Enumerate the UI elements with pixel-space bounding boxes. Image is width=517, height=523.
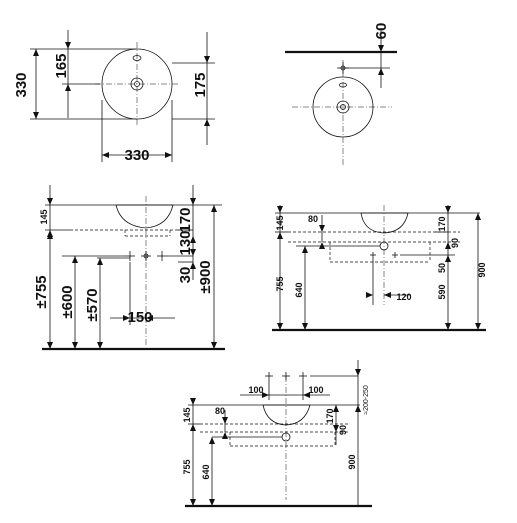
dim-330-width: 330	[124, 147, 149, 164]
dim-90-bottom: 90	[338, 425, 348, 435]
plan-view-left	[30, 30, 215, 162]
dim-900-right: 900	[477, 262, 487, 277]
dim-165: 165	[53, 53, 70, 78]
dim-755-right: 755	[275, 276, 285, 291]
dim-150-left: 150	[127, 309, 152, 326]
dim-100-right: 100	[308, 385, 323, 395]
dim-145-right: 145	[275, 215, 285, 230]
dim-120-right: 120	[396, 292, 411, 302]
dim-200-250: ≈200-250	[363, 385, 370, 415]
dim-90-right: 90	[450, 238, 460, 248]
dim-50-right: 50	[437, 263, 447, 273]
dim-170-bottom: 170	[325, 408, 335, 423]
dim-145-bottom: 145	[182, 407, 192, 422]
dim-640-bottom: 640	[201, 464, 211, 479]
dim-30-left: 30	[177, 267, 194, 284]
dim-175: 175	[192, 72, 209, 97]
dim-100-left: 100	[248, 385, 263, 395]
dim-590-right: 590	[437, 284, 447, 299]
dim-80-bottom: 80	[215, 406, 225, 416]
elevation-bottom	[185, 360, 372, 508]
elevation-left	[42, 185, 225, 351]
dim-755-left: ±755	[33, 275, 50, 308]
dim-640-right: 640	[294, 282, 304, 297]
dim-570-left: ±570	[84, 288, 101, 321]
dim-900-bottom: 900	[347, 454, 357, 469]
dim-170-left: 170	[177, 207, 194, 232]
dim-600-left: ±600	[59, 285, 76, 318]
dim-170-right: 170	[437, 216, 447, 231]
plan-view-right	[285, 28, 397, 166]
dim-330-height: 330	[13, 72, 30, 97]
dim-60: 60	[373, 23, 390, 40]
dim-130-left: 130	[177, 230, 194, 255]
dim-145-left: 145	[39, 209, 49, 224]
dim-755-bottom: 755	[182, 459, 192, 474]
dim-900-left: ±900	[197, 260, 214, 293]
elevation-right	[272, 205, 486, 332]
dim-80-right: 80	[308, 214, 318, 224]
